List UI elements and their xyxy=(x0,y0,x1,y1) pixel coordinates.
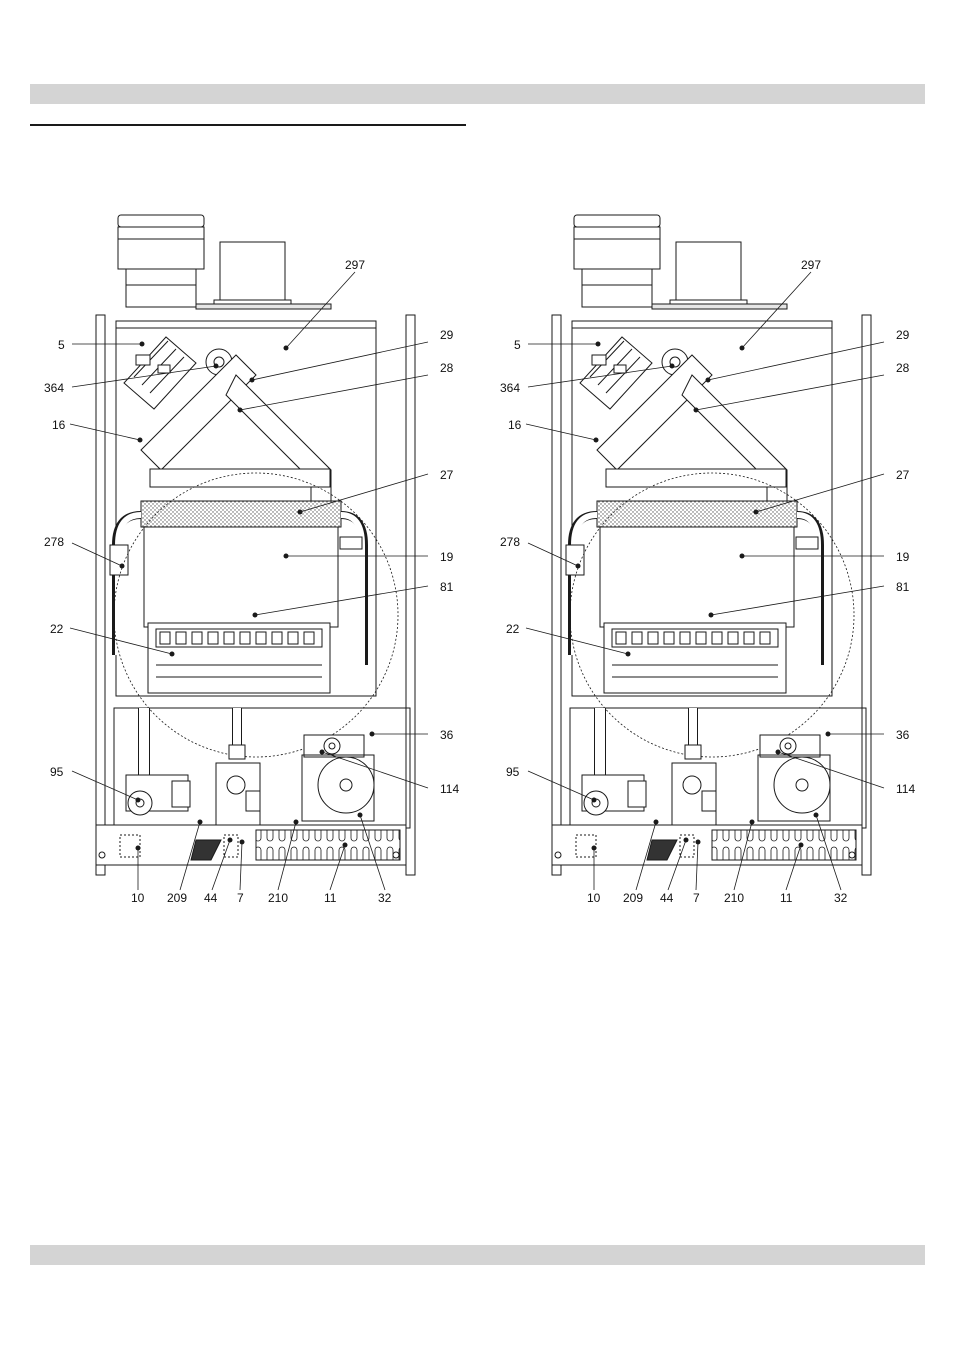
label-114-right: 114 xyxy=(896,782,915,796)
label-210-right: 210 xyxy=(724,891,744,905)
label-5-left: 5 xyxy=(58,338,65,352)
label-81-right: 81 xyxy=(896,580,910,594)
label-19-left: 19 xyxy=(440,550,454,564)
label-95-left: 95 xyxy=(50,765,64,779)
boiler-diagram-right xyxy=(552,215,871,875)
label-32-right: 32 xyxy=(834,891,848,905)
label-11-right: 11 xyxy=(780,891,793,905)
label-28-left: 28 xyxy=(440,361,454,375)
label-209-right: 209 xyxy=(623,891,643,905)
boiler-diagram-left xyxy=(96,215,415,875)
label-7-right: 7 xyxy=(693,891,700,905)
label-5-right: 5 xyxy=(514,338,521,352)
label-95-right: 95 xyxy=(506,765,520,779)
label-114-left: 114 xyxy=(440,782,459,796)
label-44-left: 44 xyxy=(204,891,218,905)
label-81-left: 81 xyxy=(440,580,454,594)
label-7-left: 7 xyxy=(237,891,244,905)
label-364-right: 364 xyxy=(500,381,520,395)
label-16-left: 16 xyxy=(52,418,66,432)
label-29-right: 29 xyxy=(896,328,910,342)
label-36-left: 36 xyxy=(440,728,454,742)
label-10-right: 10 xyxy=(587,891,601,905)
label-210-left: 210 xyxy=(268,891,288,905)
label-29-left: 29 xyxy=(440,328,454,342)
label-209-left: 209 xyxy=(167,891,187,905)
label-11-left: 11 xyxy=(324,891,337,905)
label-36-right: 36 xyxy=(896,728,910,742)
label-278-left: 278 xyxy=(44,535,64,549)
label-278-right: 278 xyxy=(500,535,520,549)
label-28-right: 28 xyxy=(896,361,910,375)
label-364-left: 364 xyxy=(44,381,64,395)
label-297-left: 297 xyxy=(345,258,365,272)
label-22-left: 22 xyxy=(50,622,64,636)
label-27-left: 27 xyxy=(440,468,454,482)
label-10-left: 10 xyxy=(131,891,145,905)
label-16-right: 16 xyxy=(508,418,522,432)
label-44-right: 44 xyxy=(660,891,674,905)
label-32-left: 32 xyxy=(378,891,392,905)
label-297-right: 297 xyxy=(801,258,821,272)
label-27-right: 27 xyxy=(896,468,910,482)
label-19-right: 19 xyxy=(896,550,910,564)
label-22-right: 22 xyxy=(506,622,520,636)
